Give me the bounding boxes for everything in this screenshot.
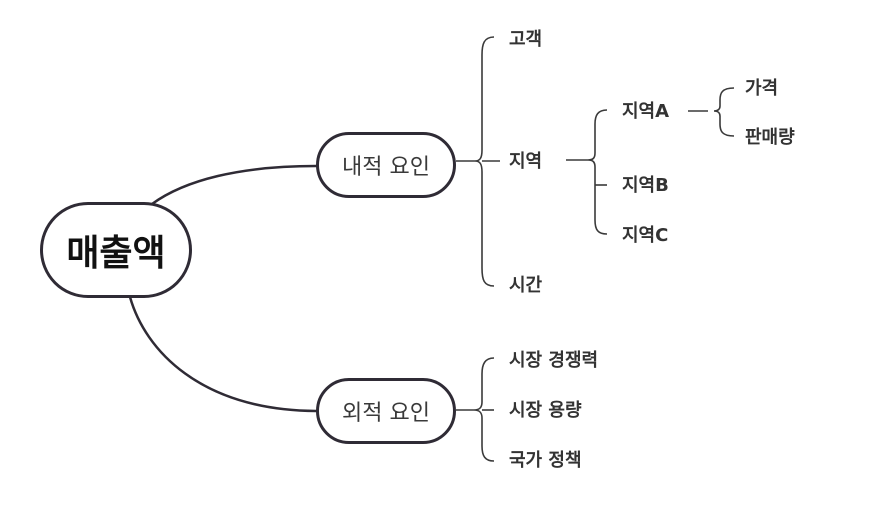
root-to-internal-line: [150, 164, 318, 206]
leaf-national-policy[interactable]: 국가 정책: [509, 450, 582, 471]
region-a-brace: [713, 87, 735, 137]
leaf-customer[interactable]: 고객: [509, 29, 543, 50]
leaf-time[interactable]: 시간: [509, 275, 543, 296]
leaf-region[interactable]: 지역: [509, 151, 543, 172]
root-to-external-line: [128, 295, 318, 413]
leaf-market-size[interactable]: 시장 용량: [509, 400, 582, 421]
root-node-sales[interactable]: 매출액: [40, 202, 192, 298]
region-brace: [587, 109, 608, 235]
leaf-market-competitiveness[interactable]: 시장 경쟁력: [509, 350, 599, 371]
leaf-price[interactable]: 가격: [745, 78, 779, 99]
node-external-factors[interactable]: 외적 요인: [316, 378, 456, 444]
leaf-region-c[interactable]: 지역C: [622, 225, 669, 246]
external-brace: [473, 357, 495, 462]
node-internal-factors[interactable]: 내적 요인: [316, 132, 456, 198]
leaf-region-a[interactable]: 지역A: [622, 101, 670, 122]
leaf-sales-volume[interactable]: 판매량: [745, 127, 795, 148]
leaf-region-b[interactable]: 지역B: [622, 175, 669, 196]
